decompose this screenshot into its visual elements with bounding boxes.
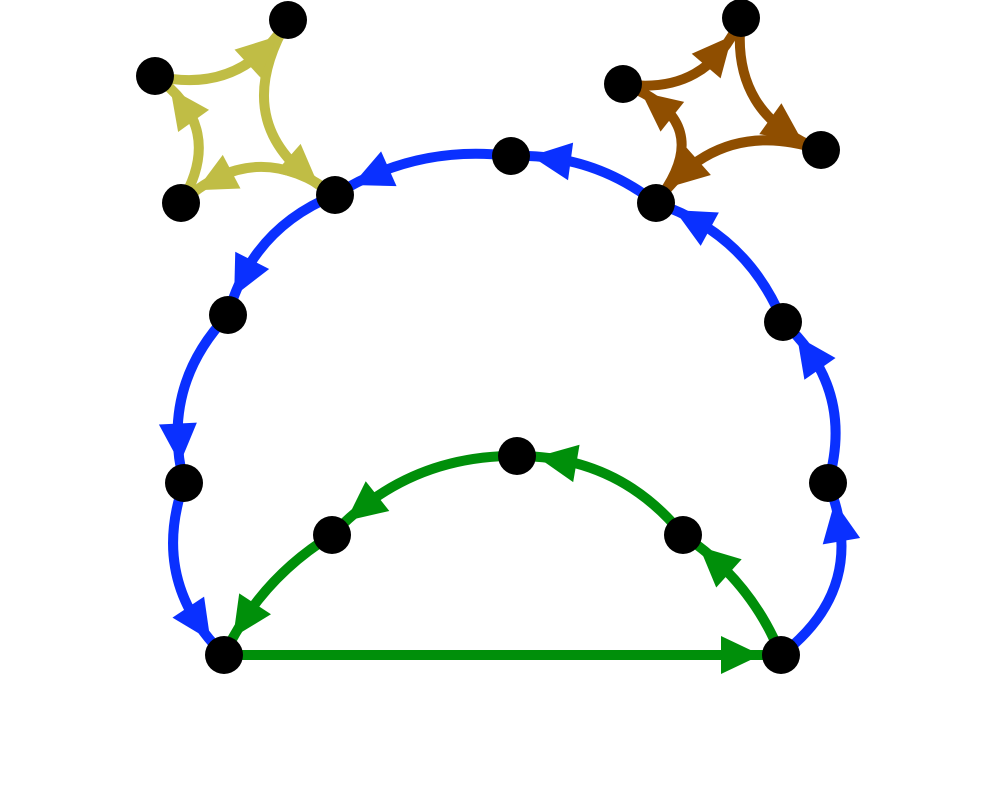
- arrowhead-bjr-nL: [641, 92, 685, 132]
- arrowhead-nR-bjr: [668, 146, 711, 188]
- arrowhead-rA-rB: [797, 336, 836, 380]
- node-nR: [802, 131, 840, 169]
- nodes: [136, 0, 847, 674]
- edge-gR-gT: [512, 450, 688, 540]
- edge-bjl-lA: [223, 190, 340, 320]
- edge-oL-oT: [150, 15, 293, 86]
- arrowhead-oT-bjl: [275, 143, 319, 185]
- node-gL: [313, 516, 351, 554]
- node-lA: [209, 296, 247, 334]
- arrowhead-oL-oT: [234, 36, 277, 78]
- arrowhead-oB-oL: [170, 88, 210, 132]
- edge-oB-oL: [150, 71, 204, 208]
- node-oT: [269, 1, 307, 39]
- arrowhead-gL-bl: [233, 593, 271, 638]
- edge-bjr-bt: [506, 150, 661, 208]
- arrowhead-lB-bl: [172, 596, 211, 641]
- arrowhead-gT-gL: [346, 481, 390, 521]
- edge-rB-bjr: [651, 198, 788, 327]
- edge-gL-bl: [219, 530, 337, 660]
- arrowhead-bjr-bt: [530, 142, 574, 181]
- node-bjl: [316, 176, 354, 214]
- node-gT: [498, 437, 536, 475]
- arrowhead-br-rA: [822, 501, 861, 545]
- arrowhead-lA-lB: [158, 422, 197, 464]
- node-lB: [165, 464, 203, 502]
- arrowheads: [158, 35, 861, 674]
- node-bt: [492, 137, 530, 175]
- arrowhead-bl-br: [721, 636, 761, 674]
- node-rA: [809, 464, 847, 502]
- arrowhead-bjl-lA: [234, 251, 270, 296]
- arrowhead-nL-nT: [691, 35, 733, 79]
- arrowhead-rB-bjr: [674, 210, 719, 246]
- arrowhead-gR-gT: [536, 444, 580, 483]
- arrowhead-bt-bjl: [352, 151, 397, 187]
- node-nT: [722, 0, 760, 37]
- node-nL: [604, 65, 642, 103]
- node-gR: [664, 516, 702, 554]
- arrowhead-br-gR: [699, 546, 742, 588]
- node-br: [762, 636, 800, 674]
- edge-lA-lB: [172, 310, 233, 488]
- edge-br-gR: [678, 530, 786, 660]
- arrowhead-bjl-oB: [196, 154, 241, 191]
- node-rB: [764, 303, 802, 341]
- node-oB: [162, 184, 200, 222]
- arrowhead-nT-nR: [759, 103, 803, 142]
- node-oL: [136, 57, 174, 95]
- node-bjr: [637, 184, 675, 222]
- edge-br-rA: [776, 478, 847, 660]
- node-bl: [205, 636, 243, 674]
